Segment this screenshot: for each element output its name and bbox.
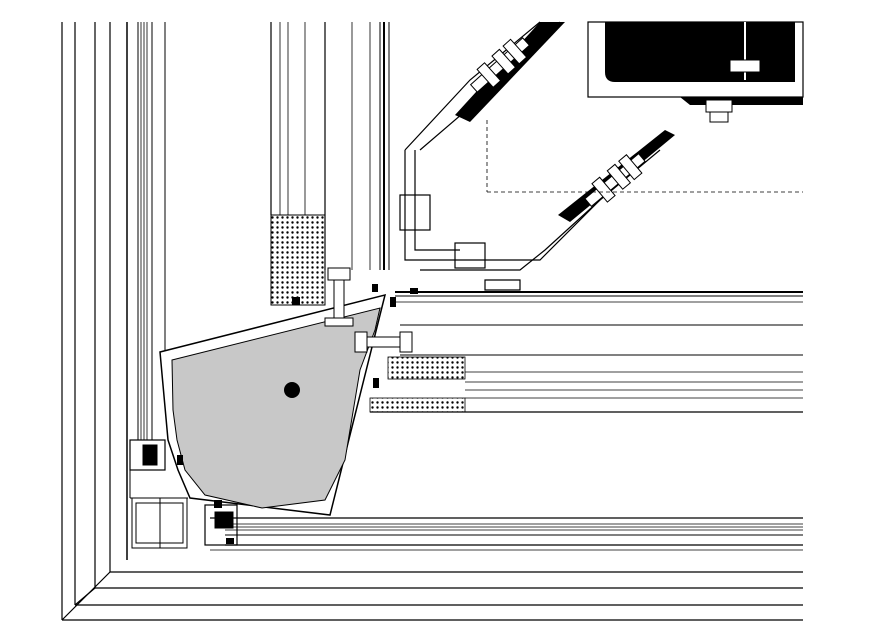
horizontal-insulation-upper: [387, 356, 466, 380]
corner-box: [131, 497, 188, 549]
center-rebar: [284, 382, 300, 398]
horizontal-insulation-lower: [369, 397, 466, 413]
vertical-insulation: [270, 214, 326, 306]
anchor-bolt-icon: [469, 37, 646, 208]
hidden-lines: [486, 120, 803, 193]
bolt-icon: [177, 284, 418, 544]
structural-core: [159, 293, 387, 516]
bolt-icon: [324, 267, 413, 353]
steel-box-section: [587, 21, 804, 123]
bottom-glazing-profile: [204, 504, 803, 551]
horizontal-transom: [370, 291, 803, 413]
outer-frame: [61, 22, 803, 621]
left-glazing-profile: [126, 22, 188, 560]
